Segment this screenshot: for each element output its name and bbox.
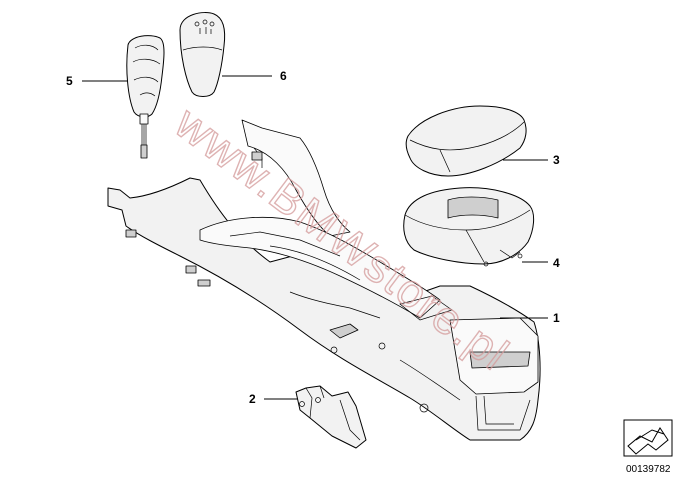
part-number-1: 1 (553, 311, 560, 325)
gear-knob-6 (179, 12, 226, 97)
part-number-3: 3 (553, 153, 560, 167)
diagram-code: 00139782 (626, 464, 671, 475)
arrow-sheet-icon (623, 419, 673, 457)
part-number-4: 4 (553, 256, 560, 270)
gear-knob-5 (126, 35, 165, 159)
bracket-2 (295, 385, 367, 449)
center-console-1 (107, 119, 541, 441)
part-number-5: 5 (66, 74, 73, 88)
part-number-2: 2 (249, 392, 256, 406)
part-number-6: 6 (280, 69, 287, 83)
armrest-base-4 (403, 187, 535, 267)
armrest-pad-3 (405, 105, 527, 177)
